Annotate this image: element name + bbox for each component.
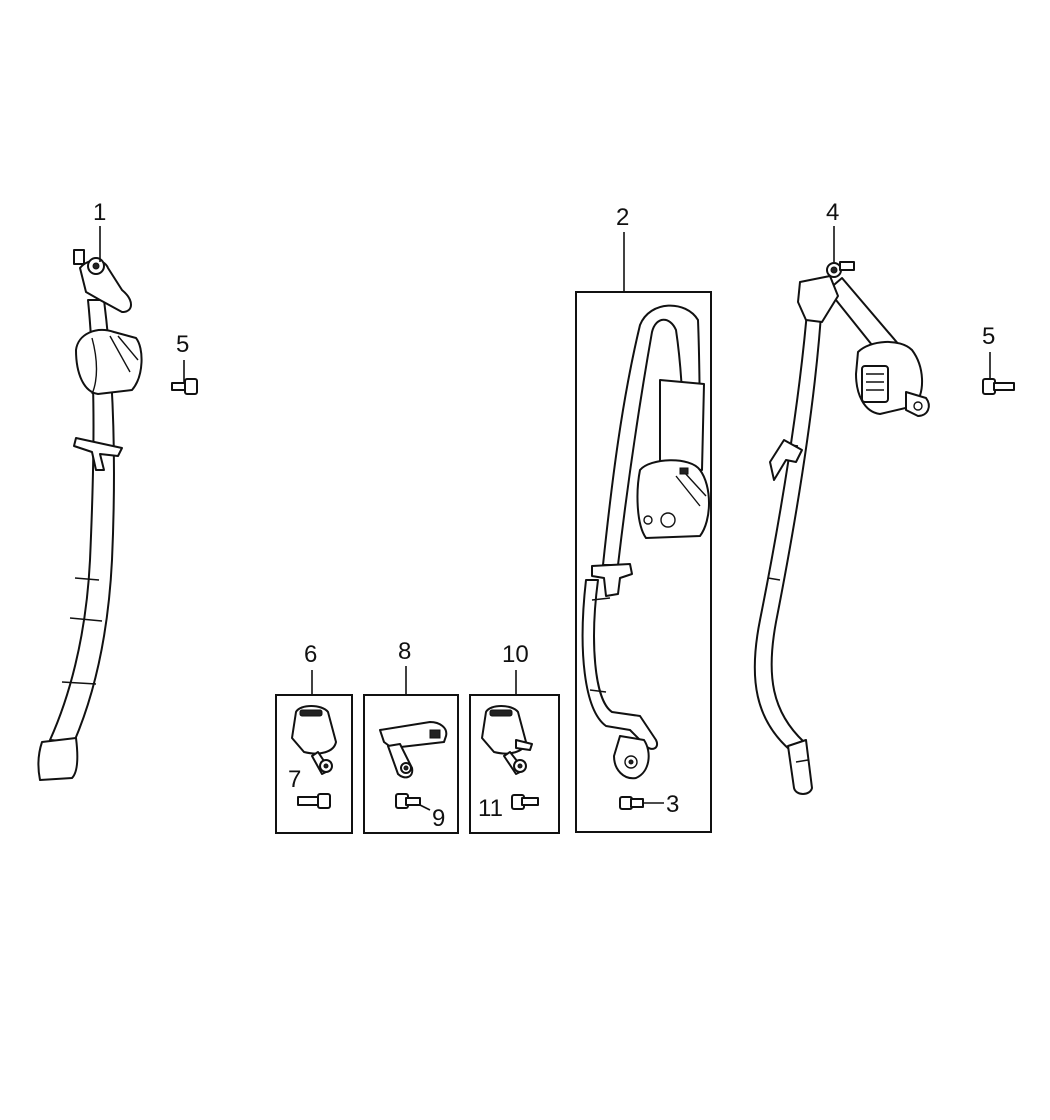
part-7-bolt[interactable] [297,793,331,809]
callout-11: 11 [478,795,503,822]
leader-9 [419,804,431,811]
part-5-bolt-left[interactable] [171,378,198,395]
callout-5-left: 5 [176,331,189,358]
part-5-bolt-right[interactable] [982,378,1015,395]
callout-3: 3 [666,791,679,818]
part-2-seat-belt-assembly[interactable] [581,304,710,780]
part-4-seat-belt-right[interactable] [753,261,930,795]
callout-6: 6 [304,641,317,668]
part-1-seat-belt-left[interactable] [37,249,143,781]
callout-8: 8 [398,638,411,665]
callout-2: 2 [616,204,629,231]
part-8-frame [363,694,459,834]
part-8-buckle[interactable] [379,721,448,779]
part-10-buckle[interactable] [481,705,533,775]
part-6-frame [275,694,353,834]
callout-10: 10 [502,641,529,668]
callout-4: 4 [826,199,839,226]
callout-1: 1 [93,199,106,226]
part-6-buckle[interactable] [291,705,337,775]
part-10-frame [469,694,560,834]
callout-7: 7 [288,766,301,793]
callout-5-right: 5 [982,323,995,350]
part-2-frame [575,291,712,833]
callout-9: 9 [432,805,445,832]
part-3-bolt[interactable] [619,796,644,810]
part-11-bolt[interactable] [511,794,539,810]
part-9-bolt[interactable] [395,793,421,809]
